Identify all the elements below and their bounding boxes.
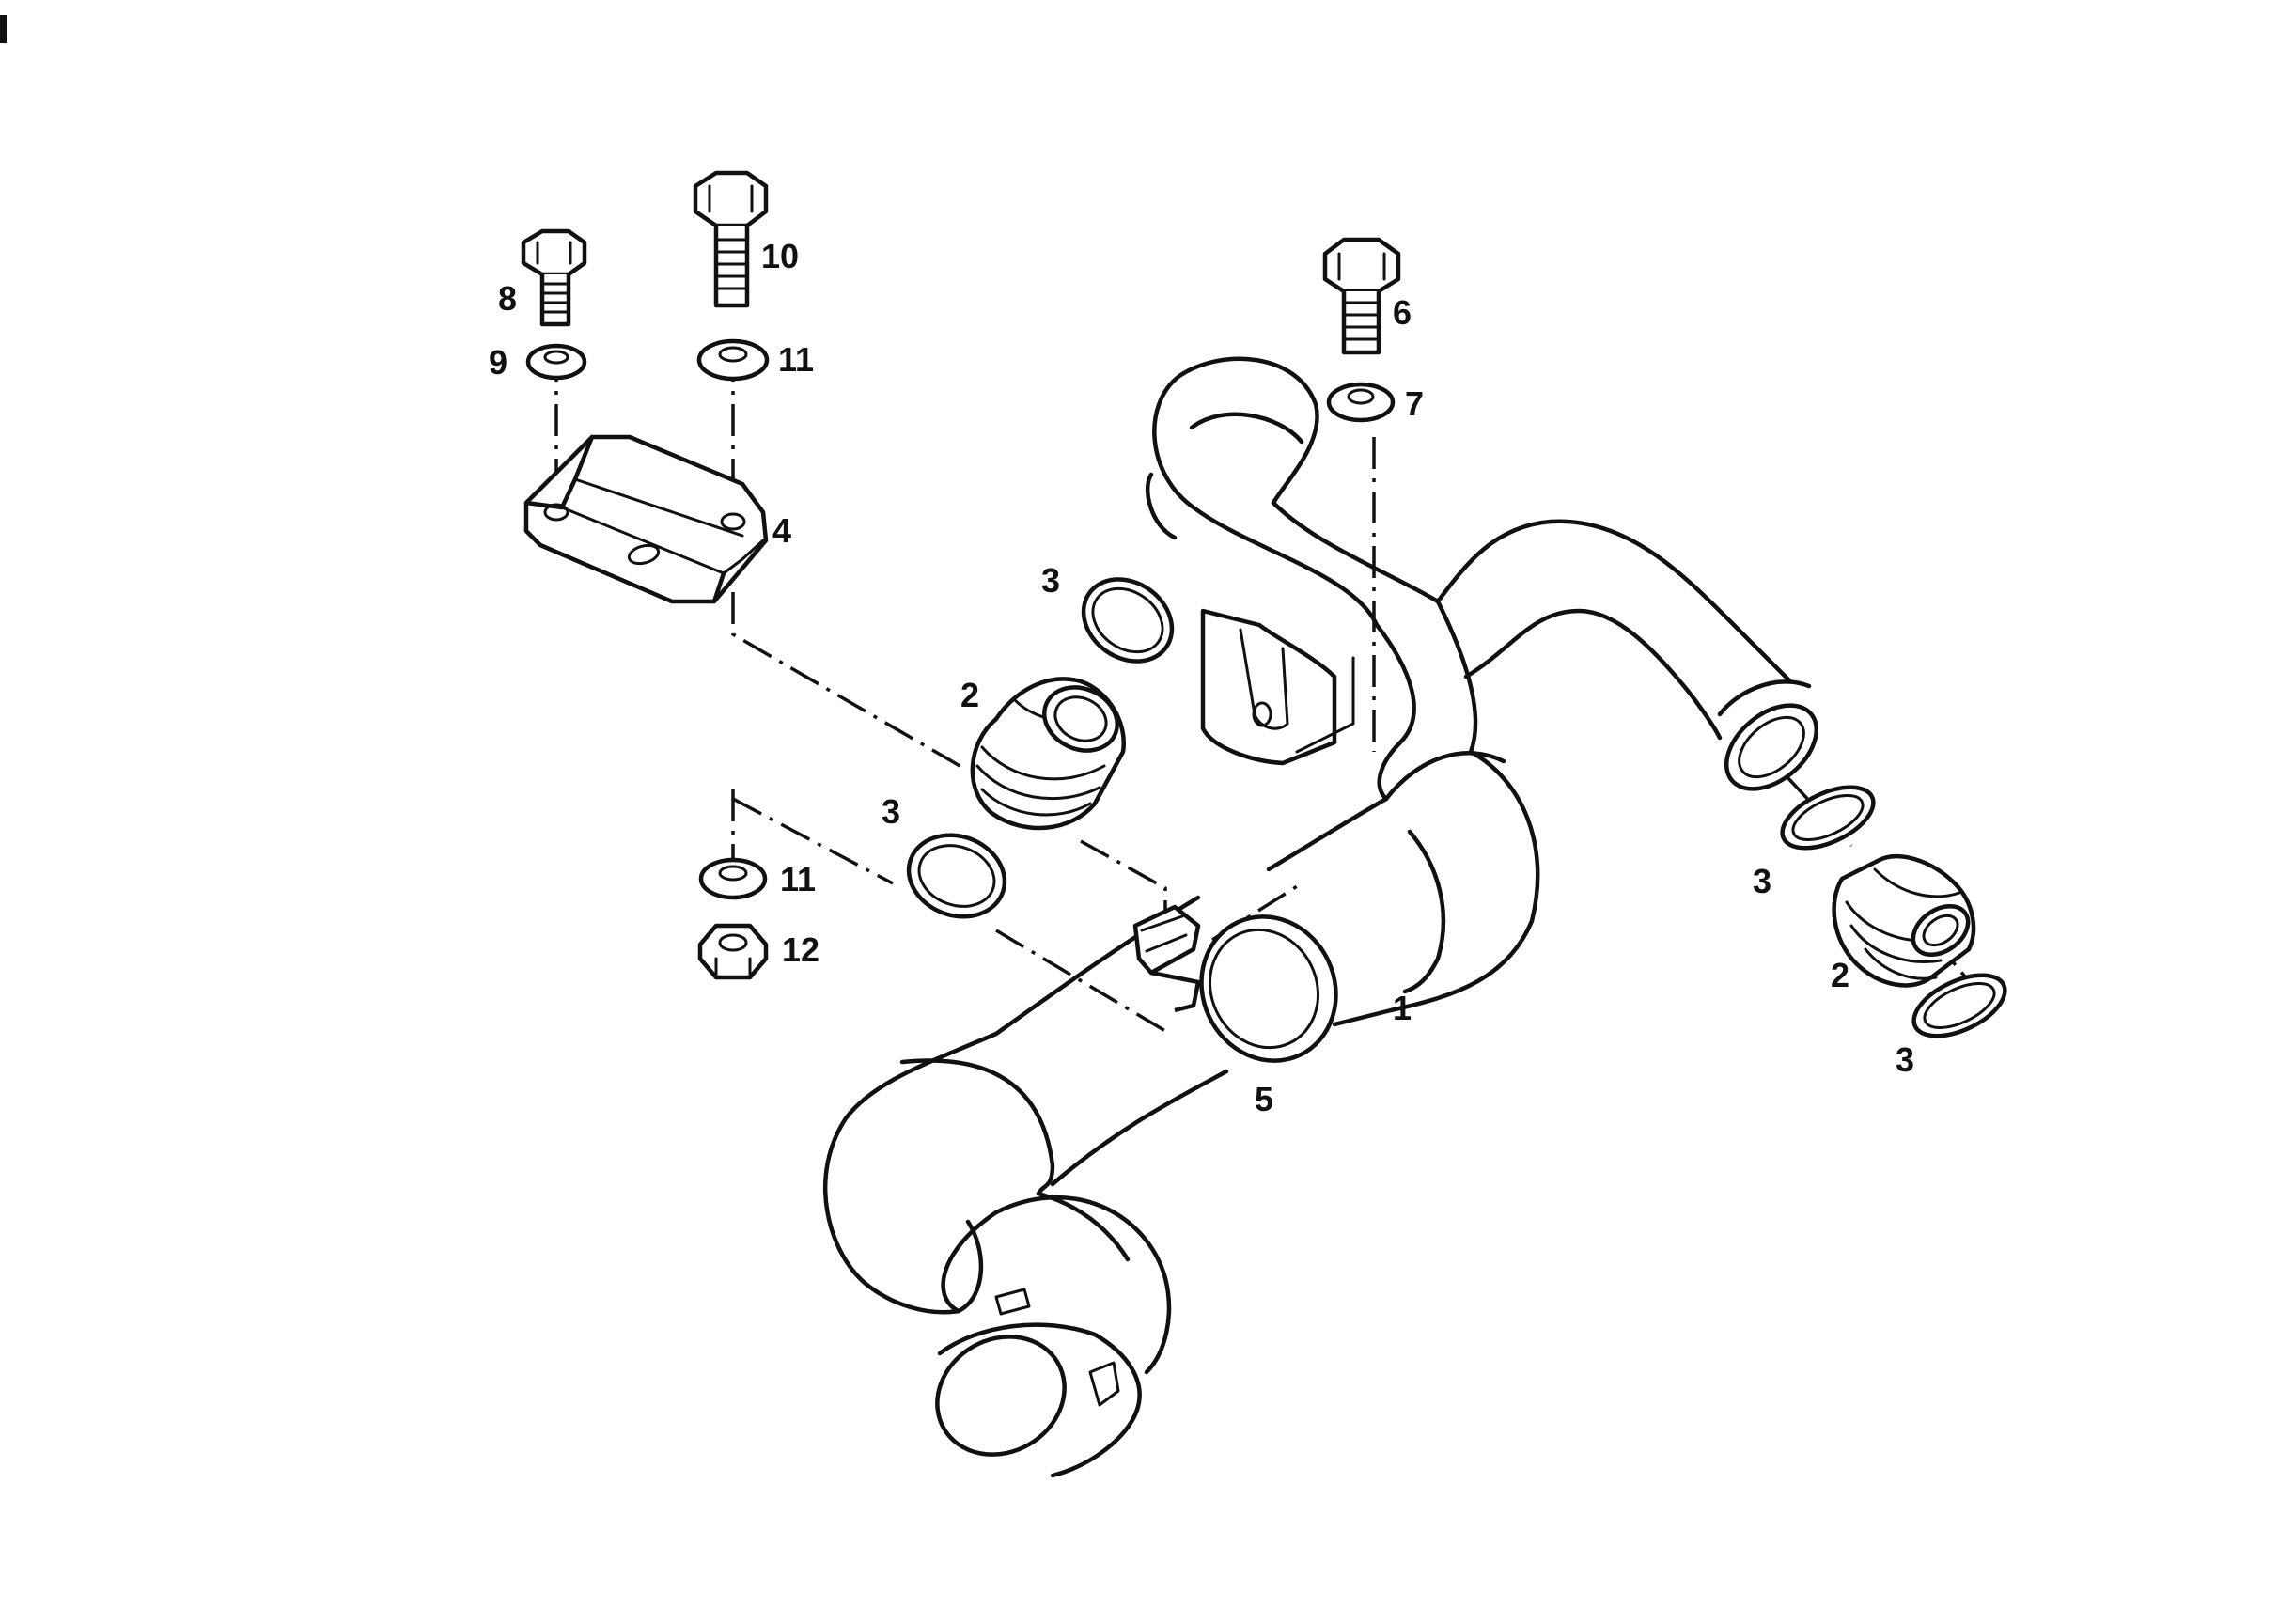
callout-adapter-right: 2	[1831, 956, 1849, 994]
ring-upper	[1081, 577, 1175, 664]
callout-bolt-long: 10	[761, 237, 799, 275]
callout-bracket-plate: 4	[772, 511, 791, 550]
callout-washer-right: 7	[1405, 384, 1424, 423]
callout-hose: 1	[1393, 989, 1412, 1027]
ring-right-upper	[1780, 785, 1876, 851]
bolt-right	[1322, 237, 1401, 355]
callout-bolt-right: 6	[1393, 293, 1412, 332]
hex-nut	[697, 923, 769, 980]
washer-lower	[698, 857, 768, 900]
callout-ring-middle: 3	[882, 792, 900, 831]
coolant-hose	[822, 356, 1819, 1478]
callout-adapter-upper: 2	[960, 676, 979, 714]
bracket-plate	[523, 434, 769, 604]
callout-washer-small: 9	[489, 343, 507, 382]
callout-washer-lower: 11	[780, 860, 816, 898]
callout-ring-upper: 3	[1041, 561, 1060, 600]
washer-small	[525, 343, 587, 381]
callout-washer-upper: 11	[778, 340, 814, 379]
bolt-long	[693, 170, 769, 308]
callout-ring-right-upper: 3	[1753, 862, 1771, 900]
callout-ring-right-lower: 3	[1896, 1040, 1914, 1079]
corner-mark	[0, 15, 7, 43]
callout-nut: 12	[782, 930, 819, 969]
callout-hose-clamp: 5	[1255, 1080, 1273, 1118]
adapter-upper	[970, 677, 1127, 831]
washer-upper	[696, 338, 770, 382]
ring-middle	[906, 833, 1007, 919]
washer-right	[1326, 382, 1396, 423]
hose-mounting-clip	[1200, 608, 1355, 766]
bolt-small	[521, 228, 587, 327]
callout-bolt-small: 8	[498, 279, 517, 318]
hose-clamp	[1132, 904, 1338, 1063]
ring-right-lower	[1911, 973, 2007, 1038]
adapter-right	[1832, 854, 1976, 988]
